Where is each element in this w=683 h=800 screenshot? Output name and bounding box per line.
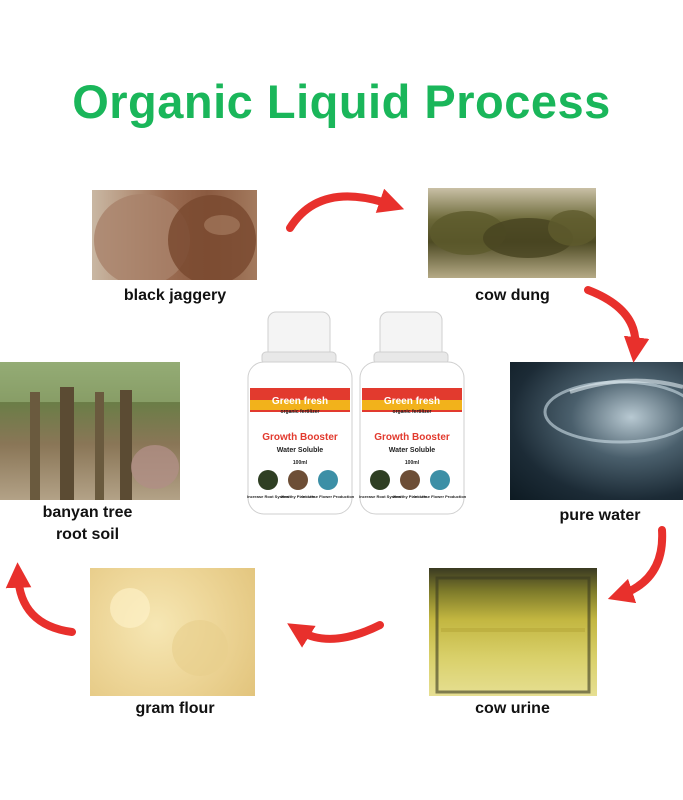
arrow-urine-to-flour [287,621,384,648]
arrow-water-to-urine [607,526,667,604]
volume-left: 100ml [293,460,308,466]
step-label-pure-water: pure water [559,507,641,524]
brand-left: Green fresh [272,396,328,407]
subbrand-right: organic fertilizer [393,409,432,415]
water-shapes [543,378,683,444]
step-label-black-jaggery: black jaggery [123,287,227,304]
subbrand-left: organic fertilizer [281,409,320,415]
benefit-3-left: Increase Flower Production [302,494,355,499]
step-label-banyan-root-soil: banyan tree root soil [0,502,175,546]
bottle-left [247,311,353,515]
banyan-tree-photo [0,362,180,500]
urine-shapes [435,576,591,694]
product-type-left: Water Soluble [277,447,324,454]
banyan-shapes [0,362,180,500]
arrow-jaggery-to-dung [286,188,405,232]
arrow-dung-to-water [584,286,650,363]
product-name-right: Growth Booster [374,432,450,443]
benefit-1-right: Increase Root System [359,494,401,499]
banyan-label-line1: banyan tree [42,504,133,521]
product-name-left: Growth Booster [262,432,338,443]
jaggery-shapes [94,194,256,280]
pure-water-photo [510,362,683,500]
step-label-cow-dung: cow dung [475,287,550,304]
gram-flour-photo [90,568,255,696]
page-title: Organic Liquid Process [72,75,611,128]
benefit-2-right: Healthy Plant Life [393,494,427,499]
benefit-1-left: Increase Root System [247,494,289,499]
flour-shapes [110,588,228,676]
brand-right: Green fresh [384,396,440,407]
cow-dung-photo [428,188,596,278]
bottle-right [359,311,465,515]
cow-urine-photo [429,568,597,696]
dung-shapes [430,210,596,258]
step-label-cow-urine: cow urine [475,700,550,717]
volume-right: 100ml [405,460,420,466]
arrow-flour-to-banyan [5,562,76,636]
benefit-3-right: Increase Flower Production [414,494,467,499]
benefit-2-left: Healthy Plant Life [281,494,315,499]
product-type-right: Water Soluble [389,447,436,454]
black-jaggery-photo [92,190,257,280]
banyan-label-line2: root soil [55,526,120,543]
step-label-gram-flour: gram flour [135,700,215,717]
